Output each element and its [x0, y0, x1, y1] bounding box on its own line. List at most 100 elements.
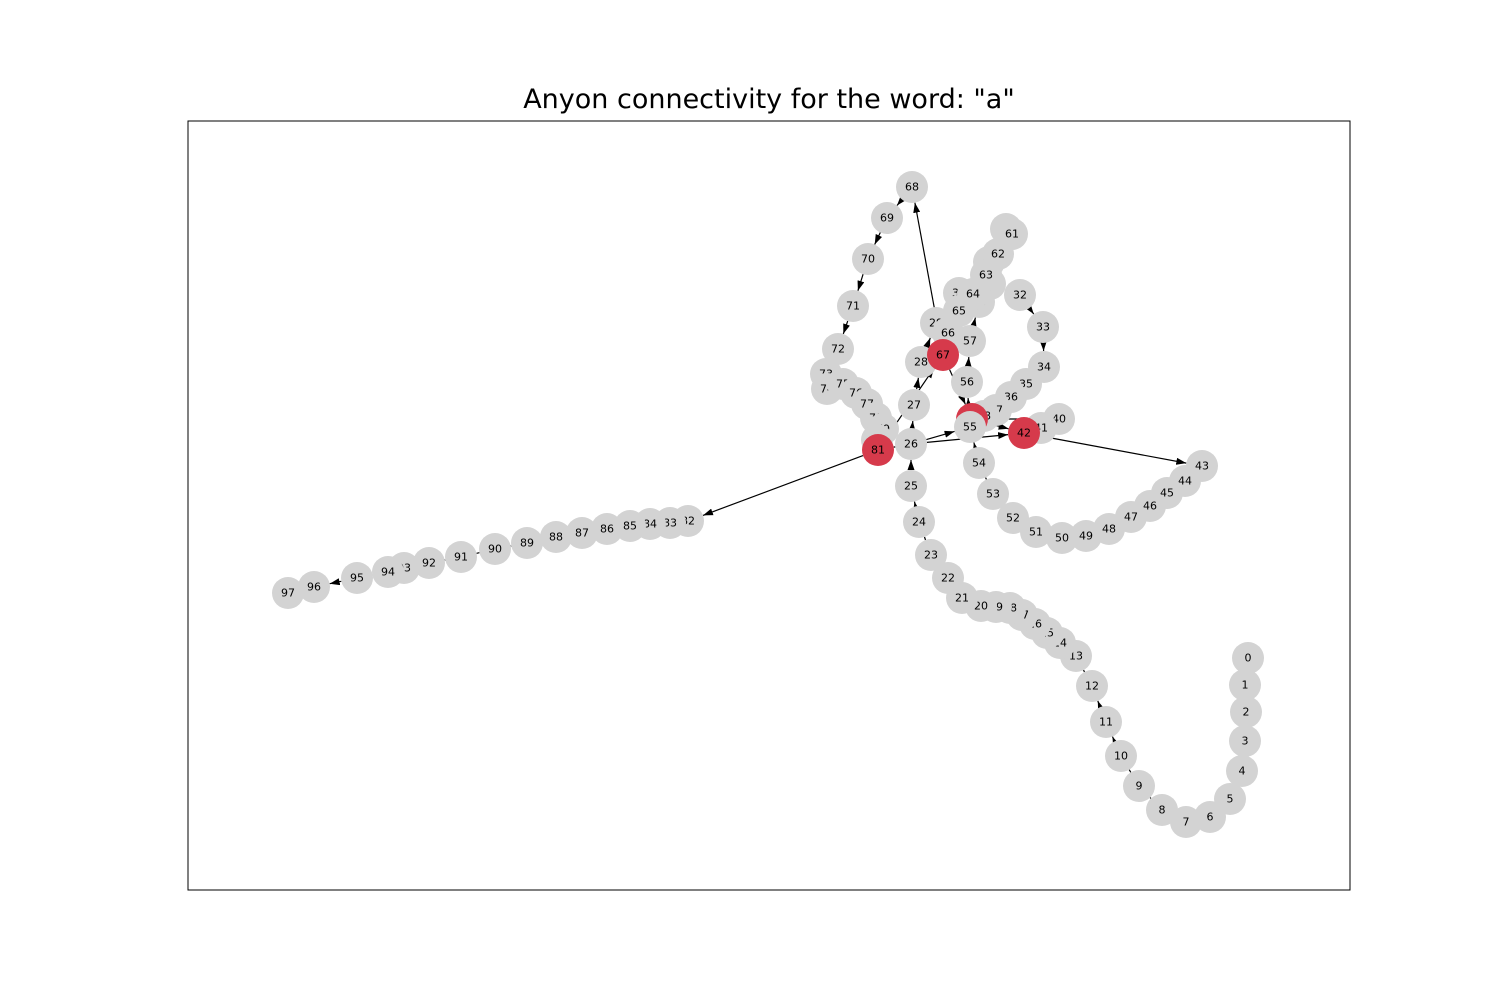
node-22: 22 [932, 562, 964, 594]
node-circle-54 [963, 447, 995, 479]
node-circle-91 [445, 541, 477, 573]
node-51: 51 [1020, 516, 1052, 548]
node-circle-86 [591, 513, 623, 545]
node-7: 7 [1170, 806, 1202, 838]
node-91: 91 [445, 541, 477, 573]
node-circle-42 [1008, 417, 1040, 449]
node-label-46: 46 [1143, 500, 1157, 513]
edge-24-25 [913, 501, 920, 513]
node-label-22: 22 [941, 572, 955, 585]
node-label-43: 43 [1195, 460, 1209, 473]
node-circle-33 [1027, 311, 1059, 343]
node-circle-94 [372, 556, 404, 588]
node-label-96: 96 [307, 581, 321, 594]
node-86: 86 [591, 513, 623, 545]
node-label-54: 54 [972, 457, 986, 470]
node-label-25: 25 [904, 480, 918, 493]
node-50: 50 [1046, 522, 1078, 554]
node-circle-89 [511, 527, 543, 559]
node-95: 95 [341, 562, 373, 594]
node-circle-2 [1230, 696, 1262, 728]
node-label-71: 71 [846, 300, 860, 313]
edge-90-91 [476, 552, 480, 554]
edge-42-43 [1039, 435, 1187, 465]
node-8: 8 [1146, 794, 1178, 826]
node-circle-1 [1229, 669, 1261, 701]
node-circle-69 [871, 202, 903, 234]
node-4: 4 [1226, 755, 1258, 787]
node-label-53: 53 [986, 488, 1000, 501]
node-circle-52 [997, 502, 1029, 534]
edge-23-24 [923, 536, 927, 541]
node-81: 81 [862, 434, 894, 466]
node-circle-90 [479, 533, 511, 565]
node-26: 26 [895, 428, 927, 460]
node-label-12: 12 [1085, 680, 1099, 693]
node-label-27: 27 [907, 399, 921, 412]
node-52: 52 [997, 502, 1029, 534]
node-label-8: 8 [1159, 804, 1166, 817]
node-97: 97 [272, 577, 304, 609]
node-label-45: 45 [1160, 487, 1174, 500]
node-label-6: 6 [1207, 811, 1214, 824]
node-label-3: 3 [1242, 735, 1249, 748]
node-circle-56 [951, 366, 983, 398]
node-label-42: 42 [1017, 427, 1031, 440]
edge-95-96 [329, 578, 342, 586]
plot-frame [187, 120, 1351, 891]
node-circle-26 [895, 428, 927, 460]
node-circle-53 [977, 478, 1009, 510]
node-circle-4 [1226, 755, 1258, 787]
node-label-44: 44 [1178, 475, 1192, 488]
node-circle-10 [1105, 740, 1137, 772]
node-56: 56 [951, 366, 983, 398]
node-label-4: 4 [1239, 765, 1246, 778]
node-circle-49 [1070, 520, 1102, 552]
node-33: 33 [1027, 311, 1059, 343]
node-10: 10 [1105, 740, 1137, 772]
node-label-88: 88 [549, 531, 563, 544]
node-label-51: 51 [1029, 526, 1043, 539]
node-circle-92 [413, 547, 445, 579]
edge-10-11 [1111, 736, 1120, 748]
edge-53-54 [985, 477, 987, 480]
node-label-56: 56 [960, 376, 974, 389]
node-label-23: 23 [924, 549, 938, 562]
node-32: 32 [1004, 279, 1036, 311]
node-label-10: 10 [1114, 750, 1128, 763]
node-circle-51 [1020, 516, 1052, 548]
node-circle-3 [1229, 725, 1261, 757]
node-circle-88 [540, 521, 572, 553]
node-label-9: 9 [1136, 780, 1143, 793]
node-53: 53 [977, 478, 1009, 510]
node-label-20: 20 [974, 600, 988, 613]
node-96: 96 [298, 571, 330, 603]
node-circle-97 [272, 577, 304, 609]
node-67: 67 [927, 339, 959, 371]
node-circle-67 [927, 339, 959, 371]
node-2: 2 [1230, 696, 1262, 728]
node-label-91: 91 [454, 551, 468, 564]
node-55: 55 [954, 411, 986, 443]
edge-81-82 [702, 455, 864, 516]
node-label-49: 49 [1079, 530, 1093, 543]
node-label-24: 24 [912, 516, 926, 529]
node-label-2: 2 [1243, 706, 1250, 719]
node-27: 27 [898, 389, 930, 421]
node-label-32: 32 [1013, 289, 1027, 302]
node-circle-95 [341, 562, 373, 594]
node-12: 12 [1076, 670, 1108, 702]
node-circle-0 [1232, 642, 1264, 674]
node-circle-23 [915, 539, 947, 571]
node-label-11: 11 [1099, 716, 1113, 729]
node-23: 23 [915, 539, 947, 571]
node-label-70: 70 [861, 253, 875, 266]
node-69: 69 [871, 202, 903, 234]
node-circle-27 [898, 389, 930, 421]
edge-69-70 [874, 232, 883, 245]
node-label-84: 84 [643, 518, 657, 531]
figure-title: Anyon connectivity for the word: "a" [523, 84, 1015, 115]
node-label-65: 65 [952, 305, 966, 318]
node-94: 94 [372, 556, 404, 588]
